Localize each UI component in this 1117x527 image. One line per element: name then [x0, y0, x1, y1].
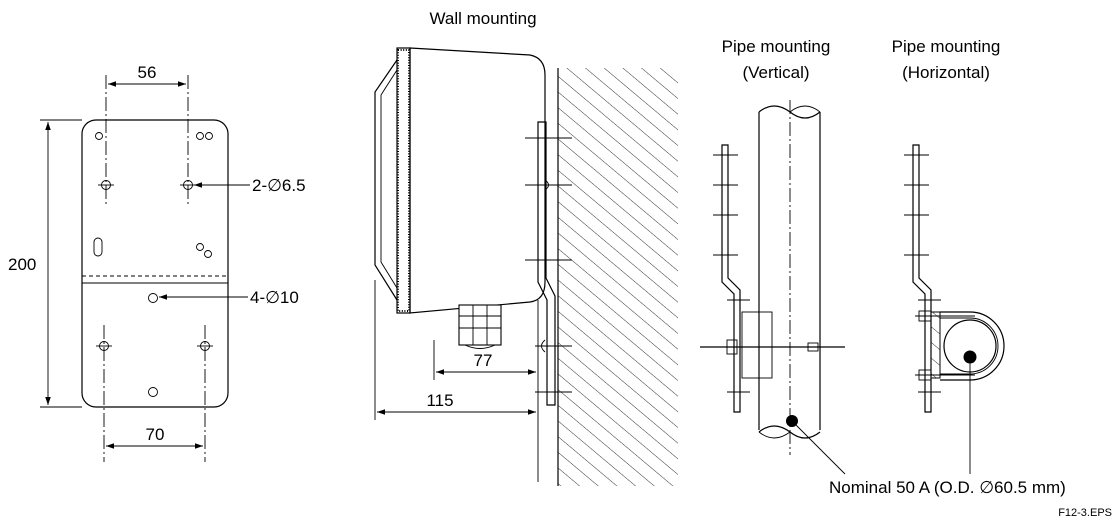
cable-gland: [458, 304, 502, 346]
pipe-vertical-title-1: Pipe mounting: [722, 37, 831, 56]
pipe-break-top: [758, 105, 821, 119]
pipe-bracket: [912, 144, 932, 413]
hole: [204, 250, 212, 258]
pipe-horizontal-view: Pipe mounting (Horizontal): [892, 37, 1005, 474]
hole: [196, 132, 204, 140]
pipe-size-note: Nominal 50 A (O.D. ∅60.5 mm): [829, 478, 1066, 497]
wall-mounting-view: Wall mounting 77 1: [374, 9, 678, 486]
housing: [409, 47, 546, 314]
pipe-clamp-plate: [930, 311, 941, 379]
front-bezel-ribs: [397, 49, 410, 312]
dim-200-label: 200: [8, 255, 36, 274]
bracket-plate-view: 56 200 70 2-∅6.5 4-∅10: [8, 63, 306, 462]
u-bolt: [940, 311, 1005, 381]
mounting-hole-10: [148, 387, 158, 397]
pipe-horizontal-title-2: (Horizontal): [902, 63, 990, 82]
front-cover: [374, 59, 398, 301]
pipe-clamp-plate: [741, 311, 773, 379]
pipe-note-leader: [794, 423, 846, 475]
file-code: F12-3.EPS: [1058, 507, 1112, 519]
hole: [205, 132, 213, 140]
mounting-hole-10: [148, 293, 158, 303]
dim-70-label: 70: [146, 425, 165, 444]
dim-77-label: 77: [474, 351, 493, 370]
hole: [95, 132, 103, 140]
pipe-reference-dot: [963, 350, 977, 364]
wall-mounting-title: Wall mounting: [429, 9, 536, 28]
hole: [196, 243, 204, 251]
pipe-vertical-view: Pipe mounting (Vertical): [700, 37, 846, 475]
pipe-horizontal-title-1: Pipe mounting: [892, 37, 1001, 56]
dim-115-label: 115: [426, 391, 453, 410]
bracket-plate: [81, 119, 229, 408]
pipe-vertical-title-2: (Vertical): [742, 63, 809, 82]
slot: [93, 237, 103, 257]
callout-holes-small: 2-∅6.5: [252, 176, 306, 195]
wall-bracket: [537, 121, 556, 406]
wall-hatch: [558, 68, 678, 486]
dim-56-label: 56: [138, 63, 157, 82]
pipe-bracket: [721, 144, 741, 413]
callout-holes-large: 4-∅10: [250, 288, 299, 307]
